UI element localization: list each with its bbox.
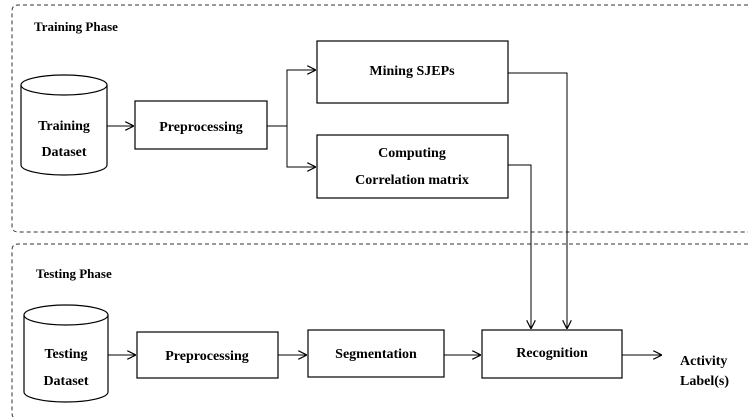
testing-preprocessing-box: Preprocessing bbox=[136, 331, 279, 379]
computing-correlation-label-line2: Correlation matrix bbox=[355, 173, 469, 188]
testing-dataset-cylinder: Testing Dataset bbox=[23, 304, 109, 403]
output-label-line1: Activity bbox=[680, 354, 727, 369]
training-dataset-label-line2: Dataset bbox=[41, 145, 86, 160]
training-preprocessing-label: Preprocessing bbox=[159, 120, 242, 135]
mining-sjeps-box: Mining SJEPs bbox=[316, 40, 509, 104]
computing-correlation-box: Computing Correlation matrix bbox=[316, 134, 509, 199]
training-dataset-label-line1: Training bbox=[38, 119, 90, 134]
output-label-line2: Label(s) bbox=[680, 374, 729, 389]
segmentation-box: Segmentation bbox=[307, 329, 445, 378]
testing-phase-label: Testing Phase bbox=[36, 266, 112, 281]
testing-preprocessing-label: Preprocessing bbox=[165, 349, 248, 364]
training-dataset-cylinder: Training Dataset bbox=[20, 74, 108, 176]
recognition-label: Recognition bbox=[516, 346, 588, 361]
edge-preprocessing-to-mining bbox=[267, 70, 315, 127]
testing-dataset-label-line1: Testing bbox=[44, 347, 87, 362]
mining-sjeps-label: Mining SJEPs bbox=[369, 64, 455, 79]
testing-dataset-label-line2: Dataset bbox=[43, 374, 88, 389]
edge-correlation-to-recognition bbox=[508, 164, 531, 328]
training-phase-frame bbox=[11, 4, 748, 233]
testing-phase-frame bbox=[11, 243, 748, 417]
training-phase-label: Training Phase bbox=[34, 19, 118, 34]
edge-mining-to-recognition bbox=[508, 72, 567, 328]
computing-correlation-label-line1: Computing bbox=[378, 146, 446, 161]
segmentation-label: Segmentation bbox=[335, 347, 417, 362]
training-preprocessing-box: Preprocessing bbox=[134, 100, 268, 150]
edge-preprocessing-to-correlation bbox=[286, 126, 315, 167]
recognition-box: Recognition bbox=[481, 329, 623, 379]
